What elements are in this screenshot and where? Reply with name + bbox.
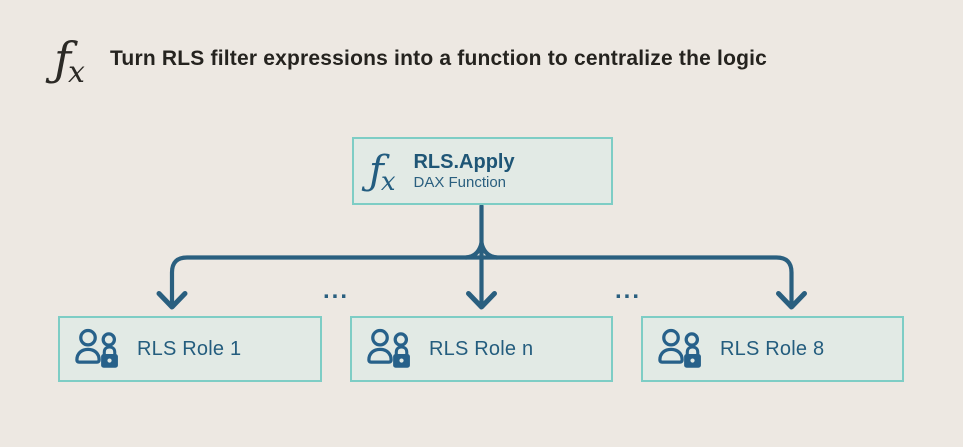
fx-icon-x: x bbox=[68, 55, 85, 90]
fx-icon: ƒx bbox=[54, 36, 88, 88]
function-name: RLS.Apply bbox=[413, 150, 515, 173]
node-rls-apply: ƒx RLS.Apply DAX Function bbox=[352, 137, 613, 205]
arrowhead-center bbox=[466, 291, 497, 310]
node-rls-role-1: RLS Role 1 bbox=[58, 316, 322, 382]
role-label: RLS Role 1 bbox=[137, 337, 242, 360]
fx-icon-x: x bbox=[380, 167, 396, 197]
junction-fillet-right bbox=[479, 240, 500, 260]
users-lock-icon bbox=[367, 328, 410, 368]
ellipsis-right: ... bbox=[614, 277, 642, 304]
function-type-label: DAX Function bbox=[413, 173, 507, 191]
role-label: RLS Role n bbox=[429, 337, 534, 360]
users-lock-icon bbox=[658, 328, 701, 368]
users-lock-icon bbox=[75, 328, 118, 368]
connector-branch-line bbox=[169, 255, 794, 306]
page-title: Turn RLS filter expressions into a funct… bbox=[109, 47, 768, 70]
role-label: RLS Role 8 bbox=[720, 337, 825, 360]
ellipsis-left: ... bbox=[322, 277, 350, 304]
arrowhead-right bbox=[776, 291, 807, 310]
node-rls-role-n: RLS Role n bbox=[350, 316, 613, 382]
junction-fillet-left bbox=[463, 240, 484, 260]
fx-icon-f: ƒ bbox=[369, 148, 384, 194]
fx-icon-f: ƒ bbox=[54, 32, 72, 86]
function-node-text: RLS.Apply DAX Function bbox=[413, 151, 514, 191]
arrowhead-left bbox=[156, 291, 188, 310]
fx-icon: ƒx bbox=[369, 148, 398, 195]
node-rls-role-8: RLS Role 8 bbox=[641, 316, 904, 382]
diagram-header: ƒx Turn RLS filter expressions into a fu… bbox=[54, 36, 768, 88]
